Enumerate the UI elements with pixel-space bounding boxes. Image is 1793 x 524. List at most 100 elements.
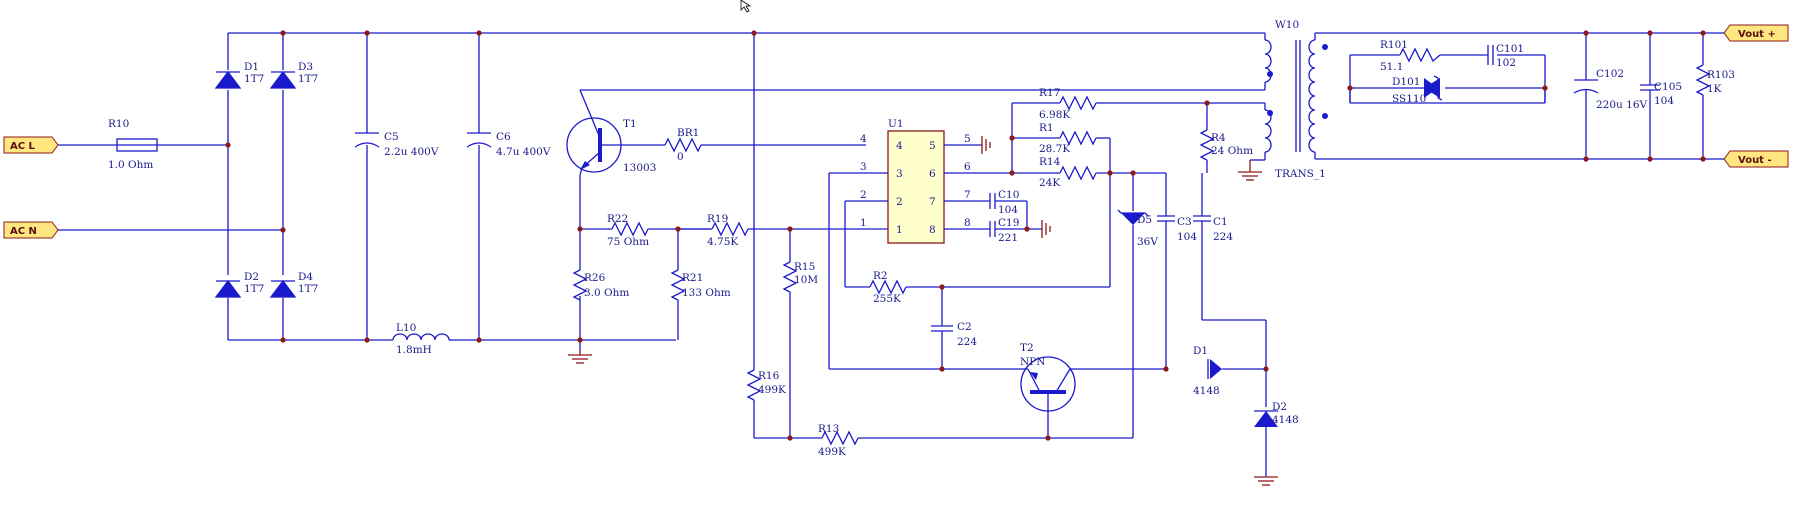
c101-capacitor[interactable]: C101 102 [1487, 43, 1524, 69]
br1-resistor[interactable]: BR1 0 [623, 127, 866, 163]
c3-label: C3 [1177, 216, 1192, 228]
d1-value: 1T7 [244, 73, 264, 85]
d1-diode[interactable]: D1 1T7 [214, 61, 264, 89]
t2-label: T2 [1020, 342, 1034, 354]
r14-resistor[interactable]: R14 24K [1012, 156, 1166, 189]
port-ac-n-label: AC N [10, 226, 37, 237]
w10-transformer[interactable]: W10 TRANS_1 [1250, 19, 1328, 180]
r22-value: 75 Ohm [607, 236, 649, 248]
r15-resistor[interactable]: R15 10M [782, 229, 818, 438]
d1-label: D1 [244, 61, 259, 73]
dd1-label: D1 [1193, 345, 1208, 357]
svg-text:8: 8 [964, 217, 971, 229]
l10-value: 1.8mH [396, 344, 432, 356]
u1-pin8: 8 [929, 224, 936, 236]
r4-resistor[interactable]: R4 24 Ohm [1199, 103, 1253, 173]
r21-resistor[interactable]: R21 133 Ohm [670, 229, 731, 340]
port-vout-minus[interactable]: Vout - [1723, 150, 1789, 168]
r16-label: R16 [758, 370, 780, 382]
d5-label: D5 [1137, 214, 1152, 226]
u1-pin1: 1 [896, 224, 903, 236]
svg-text:7: 7 [964, 189, 971, 201]
c2-label: C2 [957, 321, 972, 333]
c105-capacitor[interactable]: C105 104 [1640, 33, 1682, 159]
c5-capacitor[interactable]: C5 2.2u 400V [354, 131, 439, 158]
r10-value: 1.0 Ohm [108, 159, 153, 171]
d5-value: 36V [1137, 236, 1158, 248]
port-vout-plus-label: Vout + [1738, 29, 1776, 40]
c2-capacitor[interactable]: C2 224 [931, 287, 977, 369]
r2-label: R2 [873, 270, 888, 282]
t1-label: T1 [623, 118, 637, 130]
br1-value: 0 [677, 151, 684, 163]
u1-label: U1 [888, 118, 904, 130]
r26-resistor[interactable]: R26 3.0 Ohm [572, 269, 629, 301]
c19-capacitor[interactable]: C19 221 [989, 217, 1042, 244]
c1-capacitor[interactable]: C1 224 [1193, 173, 1267, 407]
port-vout-plus[interactable]: Vout + [1723, 24, 1789, 42]
r26-label: R26 [584, 272, 606, 284]
r103-label: R103 [1707, 69, 1735, 81]
l10-inductor[interactable]: L10 1.8mH [392, 322, 452, 356]
d2-4148-diode[interactable]: D2 4148 [1254, 401, 1299, 477]
t1-transistor[interactable]: T1 13003 [566, 89, 656, 174]
u1-ic[interactable]: U1 4 3 2 1 5 6 7 8 [887, 118, 945, 244]
c3-capacitor[interactable]: C3 104 [1157, 173, 1197, 369]
r1-label: R1 [1039, 122, 1054, 134]
d2-diode[interactable]: D2 1T7 [214, 271, 264, 298]
port-ac-l[interactable]: AC L [3, 136, 59, 154]
r1-resistor[interactable]: R1 28.7K [1011, 103, 1111, 287]
r16-resistor[interactable]: R16 499K [746, 33, 786, 438]
d4-label: D4 [298, 271, 313, 283]
c101-value: 102 [1496, 57, 1516, 69]
d4-diode[interactable]: D4 1T7 [269, 271, 318, 298]
c2-value: 224 [957, 336, 977, 348]
ground-symbol-aux [1238, 160, 1262, 181]
d3-value: 1T7 [298, 73, 318, 85]
r2-resistor[interactable]: R2 255K [845, 270, 1110, 305]
d3-diode[interactable]: D3 1T7 [269, 61, 318, 89]
ground-symbol-1 [568, 350, 592, 364]
r10-resistor[interactable]: R10 1.0 Ohm [108, 118, 158, 171]
r1-value: 28.7K [1039, 143, 1070, 155]
d101-diode[interactable]: D101 SS110 [1392, 75, 1443, 105]
c102-label: C102 [1596, 68, 1624, 80]
r103-value: 1K [1707, 83, 1722, 95]
r17-resistor[interactable]: R17 6.98K [1012, 87, 1207, 121]
svg-text:2: 2 [860, 189, 867, 201]
t2-value: NPN [1020, 356, 1045, 368]
d2-value: 1T7 [244, 283, 264, 295]
d101-value: SS110 [1392, 93, 1426, 105]
port-ac-n[interactable]: AC N [3, 221, 59, 239]
t2-transistor[interactable]: T2 NPN [1020, 342, 1167, 438]
u1-pin4: 4 [896, 140, 903, 152]
r2-value: 255K [873, 293, 901, 305]
r22-label: R22 [607, 213, 628, 225]
c1-label: C1 [1213, 216, 1228, 228]
c10-capacitor[interactable]: C10 104 [989, 189, 1028, 229]
c10-label: C10 [998, 189, 1019, 201]
r10-label: R10 [108, 118, 129, 130]
r13-resistor[interactable]: R13 499K [754, 423, 1133, 458]
c1-value: 224 [1213, 231, 1233, 243]
d1-4148-diode[interactable]: D1 4148 [1193, 345, 1266, 397]
c105-value: 104 [1654, 95, 1674, 107]
ground-symbol-d2 [1254, 476, 1278, 486]
r17-value: 6.98K [1039, 109, 1070, 121]
dd2-value: 4148 [1272, 414, 1299, 426]
r4-label: R4 [1211, 132, 1226, 144]
r101-resistor[interactable]: R101 51.1 [1380, 39, 1441, 73]
c3-value: 104 [1177, 231, 1197, 243]
c102-capacitor[interactable]: C102 220u 16V [1573, 33, 1648, 159]
r14-value: 24K [1039, 177, 1060, 189]
r21-label: R21 [682, 272, 703, 284]
u1-pin6: 6 [929, 168, 936, 180]
r103-resistor[interactable]: R103 1K [1695, 33, 1735, 159]
d5-diode[interactable]: D5 36V [1117, 173, 1158, 438]
r15-label: R15 [794, 261, 815, 273]
c6-capacitor[interactable]: C6 4.7u 400V [466, 131, 551, 158]
r22-resistor[interactable]: R22 75 Ohm [580, 213, 710, 248]
r19-label: R19 [707, 213, 728, 225]
r19-resistor[interactable]: R19 4.75K [678, 213, 888, 248]
